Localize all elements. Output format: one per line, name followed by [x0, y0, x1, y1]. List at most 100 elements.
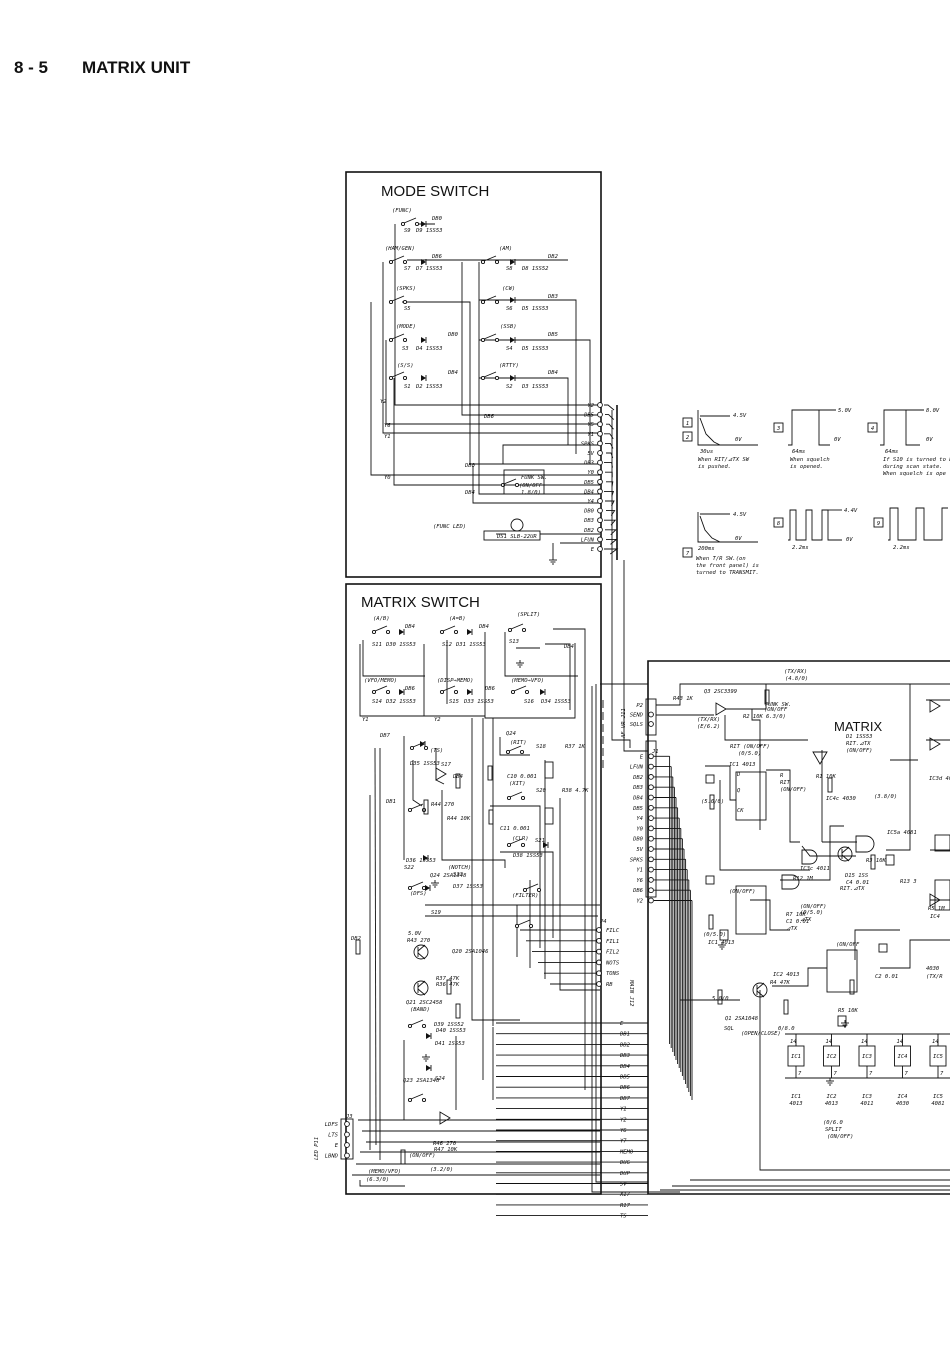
matrix-label: (TX/RX): [784, 669, 807, 675]
mode-switch-label: DS1 SLB-22UR: [496, 534, 537, 540]
j11-pin-label: SEND: [630, 713, 644, 719]
mode-switch-label: DB0: [431, 216, 443, 222]
matrix-label: SQL: [724, 1026, 734, 1032]
connector-pin: [596, 937, 602, 944]
wire: [374, 625, 388, 632]
waveform-marker-box: [873, 517, 884, 528]
diode-symbol: [426, 1033, 431, 1039]
waveform-timing: 2.2ms: [893, 545, 910, 551]
matrix-label: (0/5.0): [738, 751, 761, 757]
ic-vdd-pin: 14: [932, 1039, 939, 1045]
matrix-switch-label: D41 1SS53: [434, 1041, 465, 1047]
diode-symbol: [421, 375, 426, 381]
mode-switch-label: D8 1SS52: [521, 266, 549, 272]
wire: [780, 825, 844, 881]
matrix-switch-label: D35 1SS53: [409, 761, 440, 767]
matrix-switch-label: S16: [524, 699, 535, 705]
matrix-switch-label: S13: [509, 639, 519, 645]
matrix-switch-label: (DFS): [410, 891, 427, 897]
waveform-zero: 0V: [834, 437, 841, 443]
matrix-switch-label: S17: [441, 762, 452, 768]
section-number: 8 - 5: [14, 58, 49, 77]
matrix-components: AF VR J11P2SENDSQLSJ1ELFUNDB2DB3DB4DB5Y4…: [621, 689, 950, 1028]
matrix-label: 4030: [926, 966, 940, 972]
waveform-marker-box: [867, 422, 878, 433]
funk-sw-note-box: [503, 469, 545, 495]
mode-switch-bus-label: Y5: [587, 422, 594, 428]
mode-switch-bus-label: LFUN: [581, 537, 595, 543]
diode-symbol: [420, 741, 425, 747]
ic-part-caption: 4013: [825, 1101, 838, 1107]
matrix-switch-label: R37 47K: [436, 976, 460, 982]
connector-pin: [648, 856, 654, 863]
wire: [471, 718, 520, 1021]
switch-contact: [388, 337, 394, 343]
switch-contact: [439, 689, 445, 695]
mode-switch-label: D7 1SS53: [415, 266, 443, 272]
bottom-bus-label: DUG: [619, 1160, 631, 1166]
p4-pin-label: NOTS: [605, 960, 620, 966]
switch-contact: [371, 629, 377, 635]
matrix-label: 6.3/0): [766, 714, 786, 720]
wire: [545, 643, 571, 710]
wire: [841, 854, 850, 862]
connector-pin: [344, 1131, 350, 1138]
ic-vdd-pin: 14: [826, 1039, 833, 1045]
j1-pin-label: SPKS: [630, 857, 644, 863]
ic-vdd-pin: 14: [790, 1039, 797, 1045]
matrix-switch-label: (TS): [430, 748, 443, 754]
p4-pin-label: RB: [606, 982, 613, 988]
connector-pin: [648, 897, 654, 904]
matrix-label: RIT: [780, 780, 791, 786]
connector-pin: [648, 846, 654, 852]
mode-switch-label: S2: [506, 384, 513, 390]
matrix-switch-label: (XIT): [509, 781, 526, 787]
matrix-label: IC1 4013: [729, 762, 756, 768]
wire: [461, 262, 600, 416]
connector-pin: [648, 794, 654, 801]
matrix-switch-label: C10 0.001: [507, 774, 537, 780]
capacitor: [837, 1015, 847, 1027]
connector-pin: [597, 507, 603, 514]
matrix-label: D: [736, 772, 741, 778]
wire: [886, 684, 911, 851]
bottom-bus-label: DB3: [619, 1053, 630, 1059]
marker-box: [705, 774, 715, 784]
matrix-switch-label: (3.2/0): [430, 1167, 453, 1173]
buffer-symbol: [929, 737, 941, 751]
mode-switch-net-label: DB6: [483, 414, 495, 420]
waveform-timing: 200ms: [698, 546, 715, 552]
waveform-note: When RIT/⊿TX SW: [698, 457, 750, 463]
connector-pin: [597, 536, 603, 543]
j11-pin-label: SQLS: [630, 722, 644, 728]
matrix-switch-label: (NOTCH): [448, 865, 471, 871]
connector-pin: [597, 478, 603, 485]
wire: [483, 371, 497, 378]
matrix-label: (0/5.0): [800, 910, 823, 916]
switch-contact: [388, 299, 394, 305]
wire: [697, 410, 758, 446]
matrix-label: (ON/OFF): [846, 748, 873, 754]
j1-pin-label: DB0: [632, 837, 644, 843]
bottom-bus-label: DB7: [619, 1096, 631, 1102]
j1-pin-label: 5V: [636, 847, 643, 853]
j1-pin-label: DB3: [632, 785, 643, 791]
matrix-switch-label: DB1: [385, 799, 396, 805]
matrix-switch-label: (A/B): [373, 616, 390, 622]
p11-pin-label: E: [335, 1143, 339, 1149]
wire: [801, 845, 856, 857]
wire: [788, 409, 830, 446]
matrix-label: Q3 2SC3399: [704, 689, 737, 695]
matrix-switch-label: D32 1SS53: [385, 699, 416, 705]
matrix-label: (ON/OFF): [827, 1134, 854, 1140]
mode-switch-contacts: [388, 217, 541, 541]
mode-switch-bus-label: DB4: [583, 489, 594, 495]
transistor-symbol: [413, 944, 429, 960]
mode-switch-label: DB4: [447, 370, 458, 376]
matrix-switch-label: (RIT): [510, 740, 527, 746]
